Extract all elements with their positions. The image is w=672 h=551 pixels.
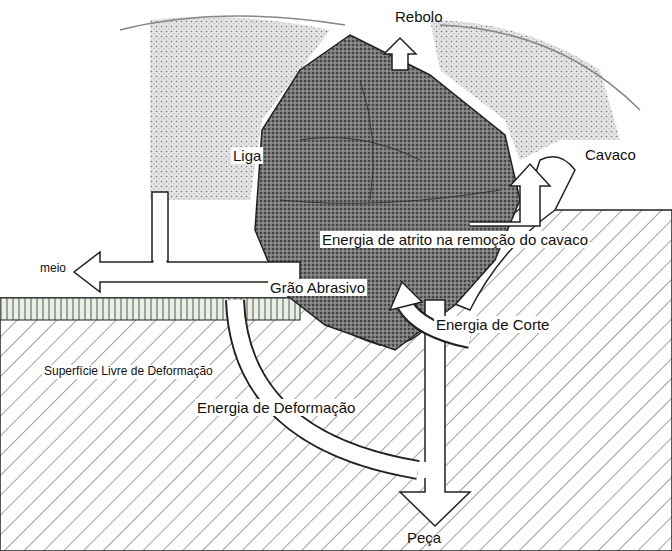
energy-arrow: [384, 38, 416, 70]
deformed-layer: [0, 298, 300, 320]
energy-label: Energia de atrito na remoção do cavaco: [320, 231, 590, 248]
wheel-label: Rebolo: [393, 8, 445, 25]
abrasive-grain: [255, 35, 520, 350]
grain-label: Grão Abrasivo: [268, 279, 367, 296]
surface-label: Superfície Livre de Deformação: [42, 365, 215, 379]
chip-label: Cavaco: [583, 146, 638, 163]
workpiece-label: Peça: [405, 529, 443, 546]
energy-arrow: [400, 300, 470, 526]
energy-arrow: [470, 164, 550, 226]
energy-label: Energia de Corte: [434, 316, 551, 333]
bond-label: Liga: [231, 147, 263, 164]
energy-arrow: [74, 252, 300, 292]
energy-label: Energia de Deformação: [195, 399, 357, 416]
energy-arrow: [390, 282, 422, 310]
medium-label: meio: [38, 262, 68, 276]
